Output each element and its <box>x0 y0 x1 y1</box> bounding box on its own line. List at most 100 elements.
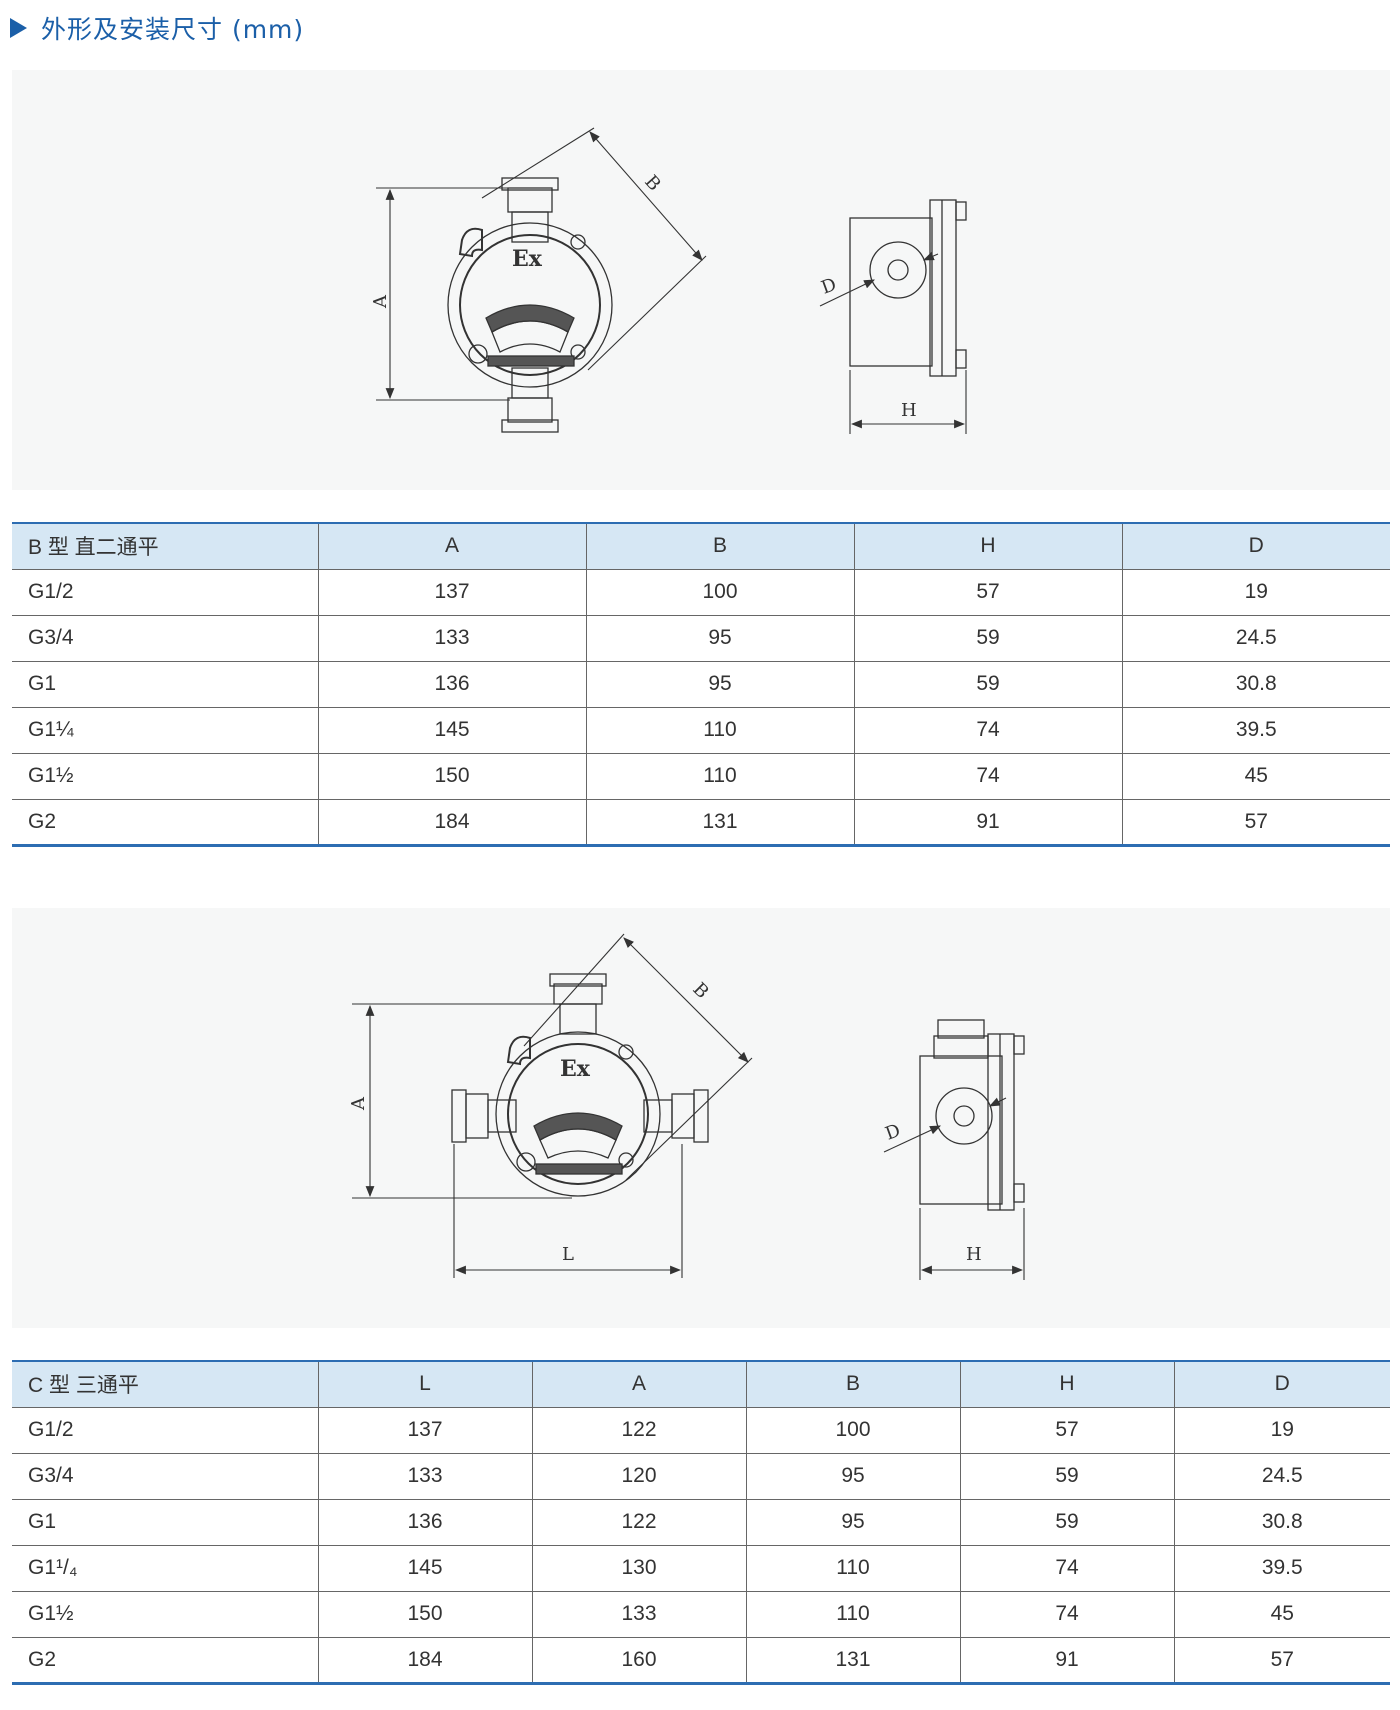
table-cell: 122 <box>531 1499 746 1545</box>
table-cell: 45 <box>1121 753 1390 799</box>
drawing-panel-c-type: Ex A B L <box>12 908 1390 1328</box>
table-cell: 95 <box>585 615 854 661</box>
table-cell: G2 <box>28 1647 57 1671</box>
table-cell: 110 <box>745 1591 960 1637</box>
table-cell: 145 <box>317 1545 532 1591</box>
table-cell: 30.8 <box>1121 661 1390 707</box>
front-view <box>451 973 709 1197</box>
table-cell: 100 <box>745 1407 960 1453</box>
table-cell: 57 <box>959 1407 1174 1453</box>
table-cell: 130 <box>531 1545 746 1591</box>
header-cell: A <box>317 523 586 569</box>
table-cell: G1¹/₄ <box>28 1556 78 1579</box>
table-cell: 57 <box>1173 1637 1390 1683</box>
triangle-bullet-icon <box>10 18 27 38</box>
dimension-a <box>376 187 510 401</box>
table-row: G1¼ 145 110 74 39.5 <box>12 707 1390 753</box>
table-row: G3/4 133 120 95 59 24.5 <box>12 1453 1390 1499</box>
dimension-b <box>523 933 753 1181</box>
table-cell: G3/4 <box>28 626 74 649</box>
table-cell: 122 <box>531 1407 746 1453</box>
table-cell: 74 <box>853 707 1122 753</box>
table-cell: 131 <box>745 1637 960 1683</box>
table-row: G1/2 137 100 57 19 <box>12 569 1390 615</box>
table-cell: 133 <box>317 615 586 661</box>
table-row: G1 136 95 59 30.8 <box>12 661 1390 707</box>
table-cell: 137 <box>317 569 586 615</box>
table-row: G1½ 150 133 110 74 45 <box>12 1591 1390 1637</box>
table-cell: 91 <box>959 1637 1174 1683</box>
table-cell: 136 <box>317 1499 532 1545</box>
table-cell: 19 <box>1121 569 1390 615</box>
table-cell: 137 <box>317 1407 532 1453</box>
header-cell: B <box>745 1361 960 1407</box>
table-cell: 150 <box>317 753 586 799</box>
c-type-dimension-drawing: Ex A B L <box>348 933 1025 1280</box>
table-cell: 24.5 <box>1173 1453 1390 1499</box>
table-cell: 30.8 <box>1173 1499 1390 1545</box>
label-b: B <box>688 979 712 1003</box>
table-cell: G1½ <box>28 1602 74 1625</box>
dimension-d <box>819 252 939 307</box>
table-cell: 110 <box>745 1545 960 1591</box>
dimension-d <box>883 1097 1007 1153</box>
header-cell: A <box>531 1361 746 1407</box>
header-cell: B <box>585 523 854 569</box>
table-cell: 59 <box>959 1453 1174 1499</box>
table-row: G1 136 122 95 59 30.8 <box>12 1499 1390 1545</box>
label-h: H <box>966 1244 982 1265</box>
table-cell: G2 <box>28 809 57 833</box>
table-cell: 74 <box>959 1545 1174 1591</box>
dimension-a <box>352 1003 572 1199</box>
section-title: 外形及安装尺寸 (mm) <box>41 15 305 44</box>
table-header-row: B 型 直二通平 A B H D <box>12 523 1390 569</box>
table-cell: 184 <box>317 1637 532 1683</box>
table-cell: 95 <box>745 1499 960 1545</box>
table-cell: 19 <box>1173 1407 1390 1453</box>
table-cell: 74 <box>853 753 1122 799</box>
table-cell: G1½ <box>28 764 74 787</box>
table-cell: 133 <box>317 1453 532 1499</box>
table-cell: 184 <box>317 799 586 845</box>
table-cell: 136 <box>317 661 586 707</box>
table-cell: 145 <box>317 707 586 753</box>
table-cell: 95 <box>585 661 854 707</box>
table-row: G2 184 131 91 57 <box>12 799 1390 845</box>
side-view <box>919 1019 1025 1211</box>
section-heading: 外形及安装尺寸 (mm) <box>10 8 304 48</box>
label-b: B <box>640 171 664 195</box>
label-d: D <box>819 274 840 299</box>
table-cell: G3/4 <box>28 1464 74 1487</box>
label-h: H <box>901 400 917 421</box>
table-row: G1½ 150 110 74 45 <box>12 753 1390 799</box>
table-row: G1/2 137 122 100 57 19 <box>12 1407 1390 1453</box>
table-cell: 59 <box>959 1499 1174 1545</box>
table-cell: 57 <box>1121 799 1390 845</box>
dimension-table-b: B 型 直二通平 A B H D G1/2 137 100 57 19 G3/4… <box>12 522 1390 847</box>
dimension-h <box>919 1208 1025 1280</box>
dimension-b <box>481 127 707 371</box>
ex-mark: Ex <box>512 246 543 272</box>
label-a: A <box>348 1096 369 1111</box>
ex-mark: Ex <box>560 1056 591 1082</box>
label-a: A <box>370 294 391 309</box>
b-type-dimension-drawing: Ex A B D <box>370 127 967 434</box>
table-cell: 24.5 <box>1121 615 1390 661</box>
table-cell: 110 <box>585 753 854 799</box>
table-header-row: C 型 三通平 L A B H D <box>12 1361 1390 1407</box>
table-cell: G1 <box>28 672 57 695</box>
dimension-h <box>849 370 967 434</box>
header-cell: B 型 直二通平 <box>28 536 159 560</box>
table-row: G3/4 133 95 59 24.5 <box>12 615 1390 661</box>
table-cell: 95 <box>745 1453 960 1499</box>
label-d: D <box>883 1120 904 1145</box>
table-cell: 150 <box>317 1591 532 1637</box>
table-row: G1¹/₄ 145 130 110 74 39.5 <box>12 1545 1390 1591</box>
dimension-l <box>453 1144 683 1278</box>
header-cell: C 型 三通平 <box>28 1374 139 1398</box>
table-cell: 133 <box>531 1591 746 1637</box>
table-cell: 100 <box>585 569 854 615</box>
table-cell: G1/2 <box>28 1418 74 1441</box>
table-cell: 91 <box>853 799 1122 845</box>
table-cell: G1/2 <box>28 580 74 603</box>
